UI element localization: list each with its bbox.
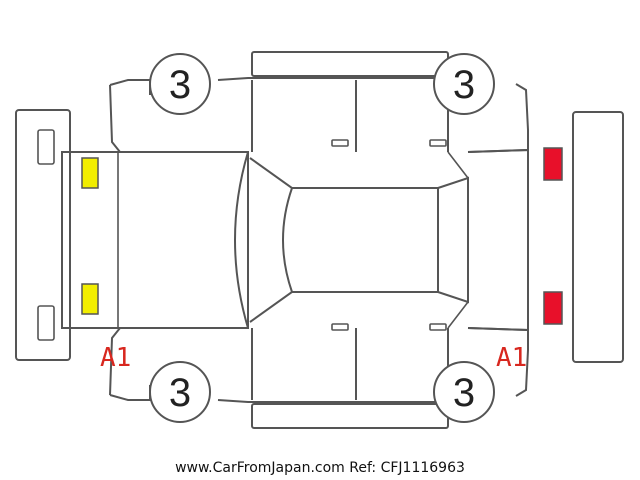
headlight-marker-left xyxy=(81,157,99,189)
taillight-marker-right xyxy=(543,291,563,325)
taillight-marker-left xyxy=(543,147,563,181)
wheel-front-right: 3 xyxy=(149,361,211,423)
damage-code-front: A1 xyxy=(100,343,131,373)
wheel-rear-right-grade: 3 xyxy=(453,371,475,415)
wheel-front-right-grade: 3 xyxy=(169,371,191,415)
wheel-rear-left: 3 xyxy=(433,53,495,115)
wheel-rear-left-grade: 3 xyxy=(453,63,475,107)
wheel-rear-right: 3 xyxy=(433,361,495,423)
wheel-front-left: 3 xyxy=(149,53,211,115)
rear-bumper xyxy=(572,111,624,363)
headlight-marker-right xyxy=(81,283,99,315)
damage-code-rear: A1 xyxy=(496,343,527,373)
front-bumper xyxy=(15,109,71,361)
watermark-reference: www.CarFromJapan.com Ref: CFJ1116963 xyxy=(175,460,465,476)
wheel-front-left-grade: 3 xyxy=(169,63,191,107)
